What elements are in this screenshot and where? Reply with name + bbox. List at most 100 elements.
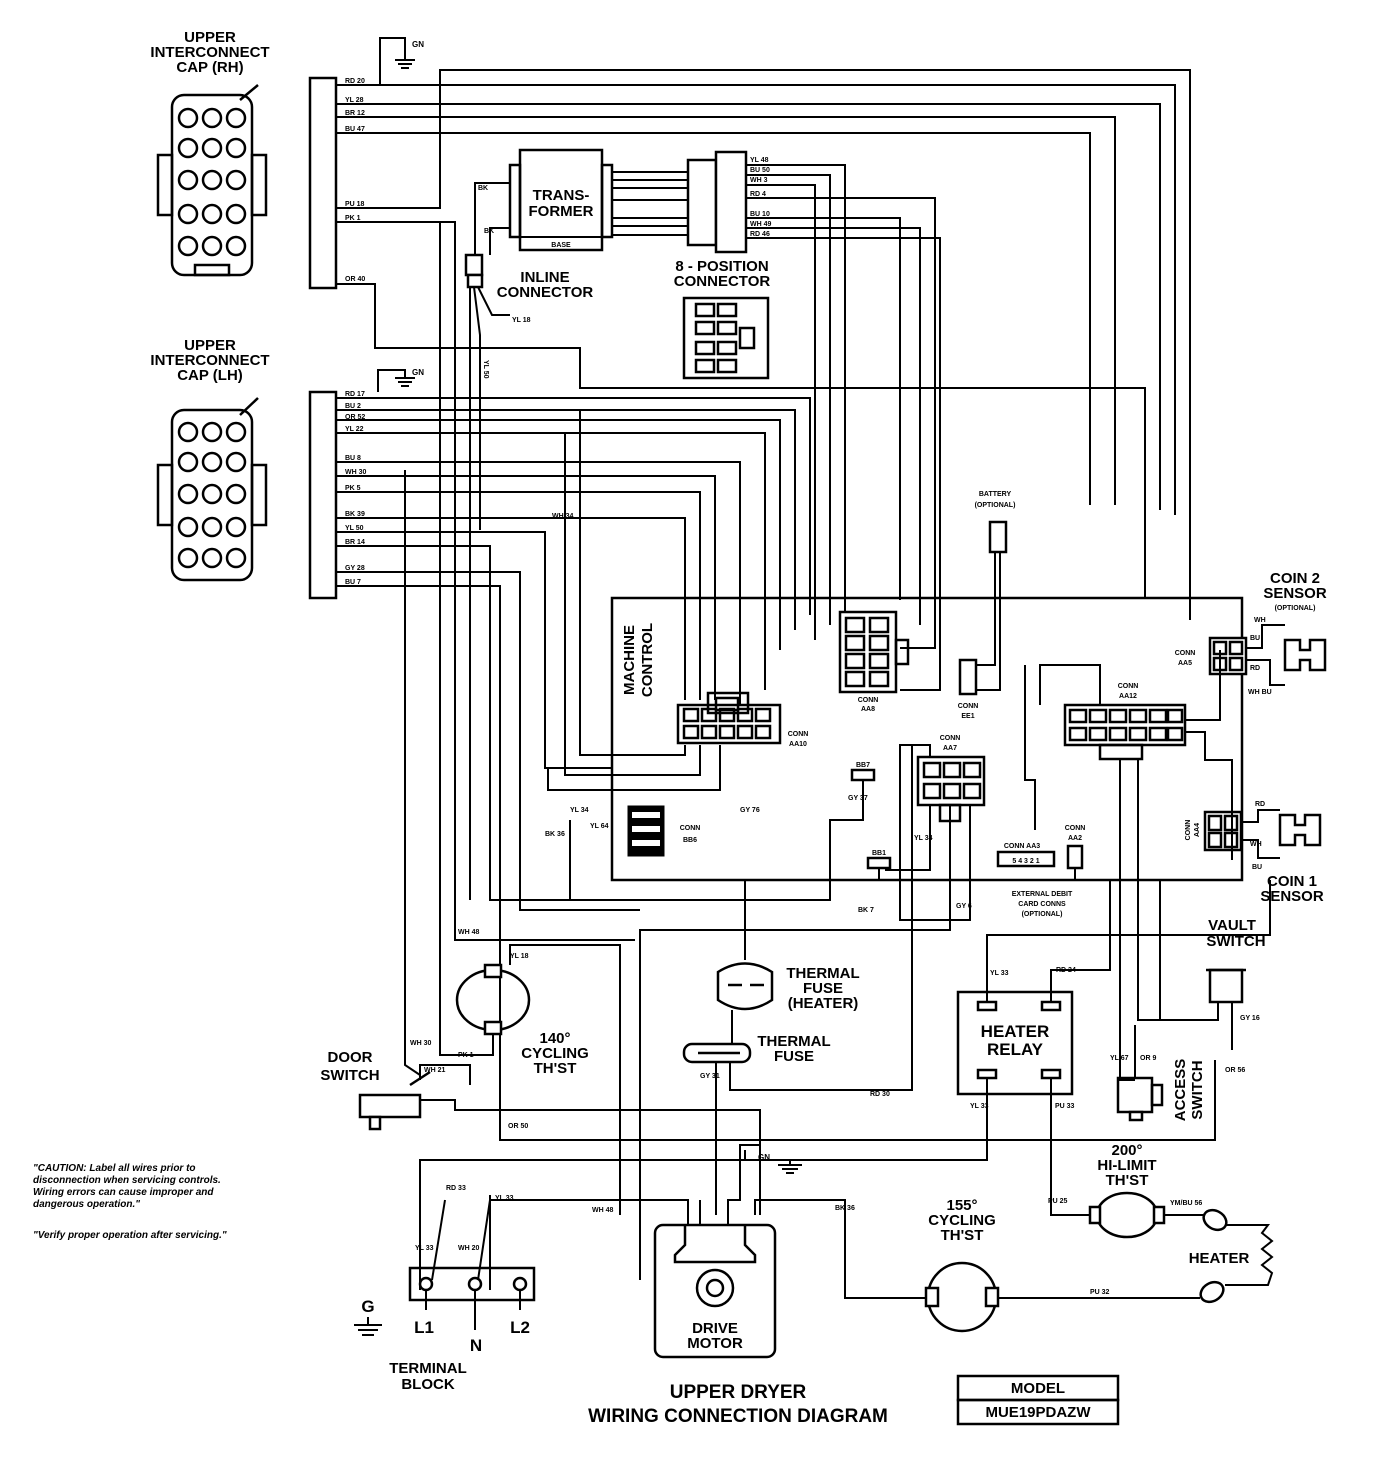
svg-text:PK 5: PK 5 — [345, 485, 361, 492]
hi-limit-thermostat: 200° HI-LIMIT TH'ST PU 25 YM/BU 56 — [1048, 1142, 1205, 1239]
svg-text:MOTOR: MOTOR — [687, 1335, 743, 1352]
svg-text:RD 20: RD 20 — [345, 78, 365, 85]
cap-rh-label-1: UPPER — [184, 29, 236, 46]
svg-text:CONN: CONN — [858, 697, 879, 704]
pos8-wire-labels: YL 48 BU 50 WH 3 RD 4 BU 10 WH 49 RD 46 — [750, 157, 772, 238]
svg-text:OR 56: OR 56 — [1225, 1067, 1245, 1074]
svg-text:RD 46: RD 46 — [750, 231, 770, 238]
terminal-block: L1 N L2 TERMINAL BLOCK RD 33 YL 33 YL 33… — [389, 1185, 536, 1393]
cap-lh-latch — [239, 397, 259, 416]
model-header: MODEL — [1011, 1380, 1065, 1397]
interconnect-cap-rh: UPPER INTERCONNECT CAP (RH) — [150, 29, 270, 277]
pos8-face — [682, 296, 770, 380]
svg-text:CONN: CONN — [788, 731, 809, 738]
svg-text:SWITCH: SWITCH — [1206, 933, 1265, 950]
cap-rh-pins — [177, 107, 247, 257]
svg-text:DRIVE: DRIVE — [692, 1320, 738, 1337]
svg-text:BLOCK: BLOCK — [401, 1376, 454, 1393]
svg-text:(HEATER): (HEATER) — [788, 995, 859, 1012]
svg-text:SWITCH: SWITCH — [320, 1067, 379, 1084]
svg-text:AA12: AA12 — [1119, 693, 1137, 700]
svg-text:EE1: EE1 — [961, 713, 974, 720]
drive-motor: DRIVE MOTOR WH 48 — [489, 1144, 777, 1359]
svg-text:COIN 2: COIN 2 — [1270, 570, 1320, 587]
svg-text:BR 14: BR 14 — [345, 539, 365, 546]
svg-text:TH'ST: TH'ST — [941, 1227, 984, 1244]
svg-text:WH: WH — [1254, 617, 1266, 624]
title-line-2: WIRING CONNECTION DIAGRAM — [588, 1406, 888, 1427]
svg-text:GY 16: GY 16 — [1240, 1015, 1260, 1022]
svg-text:YL 50: YL 50 — [482, 360, 489, 379]
svg-text:SENSOR: SENSOR — [1263, 585, 1327, 602]
svg-text:HEATER: HEATER — [1189, 1250, 1250, 1267]
svg-text:YL 18: YL 18 — [512, 317, 531, 324]
coin1-sensor: COIN 1 SENSOR RD WH BU — [1250, 801, 1324, 905]
svg-text:BK 7: BK 7 — [858, 907, 874, 914]
lh-wires — [336, 397, 1216, 1141]
svg-text:YL 64: YL 64 — [590, 823, 609, 830]
thermal-fuse: THERMAL FUSE GY 31 RD 30 — [682, 745, 913, 1215]
svg-text:(OPTIONAL): (OPTIONAL) — [975, 502, 1016, 509]
svg-text:YL 22: YL 22 — [345, 426, 364, 433]
svg-text:WH 30: WH 30 — [410, 1040, 432, 1047]
bb7: BB7 — [850, 762, 876, 782]
svg-text:WH 3: WH 3 — [750, 177, 768, 184]
svg-text:155°: 155° — [946, 1197, 977, 1214]
svg-text:(OPTIONAL): (OPTIONAL) — [1275, 605, 1316, 612]
svg-text:GY 28: GY 28 — [345, 565, 365, 572]
svg-text:RD 33: RD 33 — [446, 1185, 466, 1192]
svg-text:CYCLING: CYCLING — [521, 1045, 589, 1062]
svg-text:EXTERNAL DEBIT: EXTERNAL DEBIT — [1012, 891, 1073, 898]
svg-text:BK: BK — [478, 185, 488, 192]
cap-rh-tab-left — [156, 153, 174, 217]
gn-rh-label: GN — [412, 40, 424, 49]
svg-text:L2: L2 — [510, 1318, 530, 1337]
caution-note: "CAUTION: Label all wires prior to disco… — [33, 1163, 227, 1241]
svg-text:RD 4: RD 4 — [750, 191, 766, 198]
svg-text:AA10: AA10 — [789, 741, 807, 748]
svg-text:WH 48: WH 48 — [592, 1207, 614, 1214]
cap-rh-latch — [239, 84, 259, 101]
transformer-side-left — [508, 163, 522, 239]
pos8-label-2: CONNECTOR — [674, 273, 771, 290]
battery: BATTERY (OPTIONAL) — [975, 491, 1016, 691]
svg-text:PU 18: PU 18 — [345, 201, 365, 208]
svg-text:"CAUTION: Label all wires prio: "CAUTION: Label all wires prior to — [33, 1163, 196, 1174]
svg-text:YL 33: YL 33 — [990, 970, 1009, 977]
transformer-side-right — [600, 163, 614, 239]
svg-text:TH'ST: TH'ST — [534, 1060, 577, 1077]
svg-text:COIN 1: COIN 1 — [1267, 873, 1317, 890]
svg-text:GY 37: GY 37 — [848, 795, 868, 802]
svg-text:BB1: BB1 — [872, 850, 886, 857]
svg-text:GY 31: GY 31 — [700, 1073, 720, 1080]
svg-text:dangerous operation.": dangerous operation." — [33, 1199, 140, 1210]
svg-text:PK 1: PK 1 — [345, 215, 361, 222]
svg-text:DOOR: DOOR — [328, 1049, 373, 1066]
board-wires — [547, 410, 1285, 1280]
bb1: BB1 — [866, 850, 892, 870]
svg-text:RD 24: RD 24 — [1056, 967, 1076, 974]
svg-text:CONN: CONN — [1065, 825, 1086, 832]
pos8-label-1: 8 - POSITION — [675, 258, 768, 275]
inline-connector-label-1: INLINE — [520, 269, 569, 286]
svg-text:BU 47: BU 47 — [345, 126, 365, 133]
inline-connector-label-2: CONNECTOR — [497, 284, 594, 301]
svg-text:WH 20: WH 20 — [458, 1245, 480, 1252]
conn-aa10: CONN AA10 — [676, 691, 809, 748]
svg-text:BU 7: BU 7 — [345, 579, 361, 586]
heater: HEATER — [1189, 1208, 1274, 1304]
cap-lh-label-2: INTERCONNECT — [150, 352, 269, 369]
pos8-body-left — [686, 158, 718, 247]
terminal-strip-lh — [308, 390, 338, 600]
svg-text:WH 21: WH 21 — [424, 1067, 446, 1074]
transformer: TRANS- FORMER BASE — [508, 148, 614, 252]
svg-text:AA5: AA5 — [1178, 660, 1192, 667]
cycling-thermostat-140: 140° CYCLING TH'ST YL 18 — [439, 222, 621, 1215]
title-line-1: UPPER DRYER — [670, 1382, 807, 1403]
interconnect-cap-lh: UPPER INTERCONNECT CAP (LH) — [150, 337, 270, 582]
machine-control-label-1: MACHINE — [621, 625, 638, 695]
transformer-label-2: FORMER — [529, 203, 594, 220]
svg-text:CYCLING: CYCLING — [928, 1212, 996, 1229]
svg-text:(OPTIONAL): (OPTIONAL) — [1022, 911, 1063, 918]
svg-text:BU 8: BU 8 — [345, 455, 361, 462]
